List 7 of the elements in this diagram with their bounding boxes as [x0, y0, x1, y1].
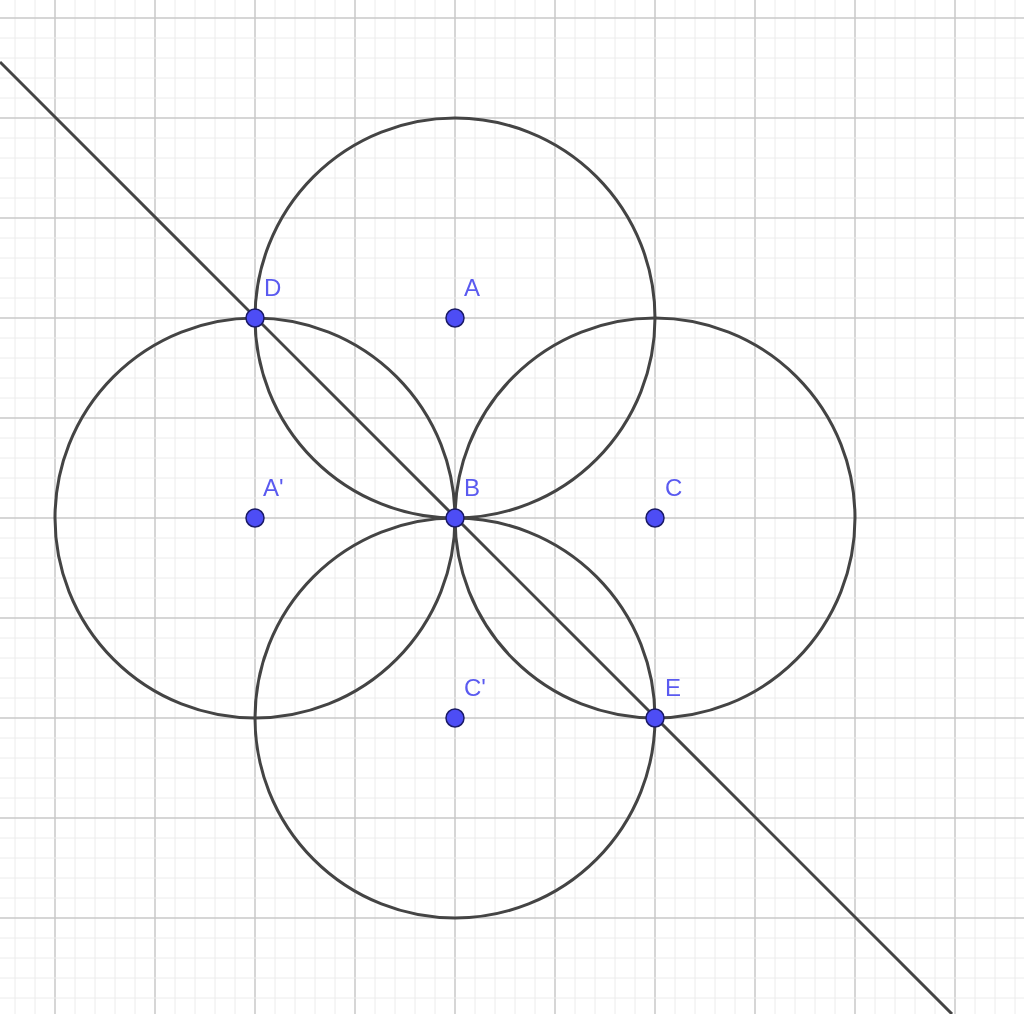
- point-label: A: [464, 276, 480, 300]
- point-label: A': [263, 476, 284, 500]
- point-label: C: [665, 476, 683, 500]
- point-label: C': [464, 676, 486, 700]
- point-label: E: [665, 676, 681, 700]
- point-label: B: [464, 476, 480, 500]
- point-label: D: [264, 276, 282, 300]
